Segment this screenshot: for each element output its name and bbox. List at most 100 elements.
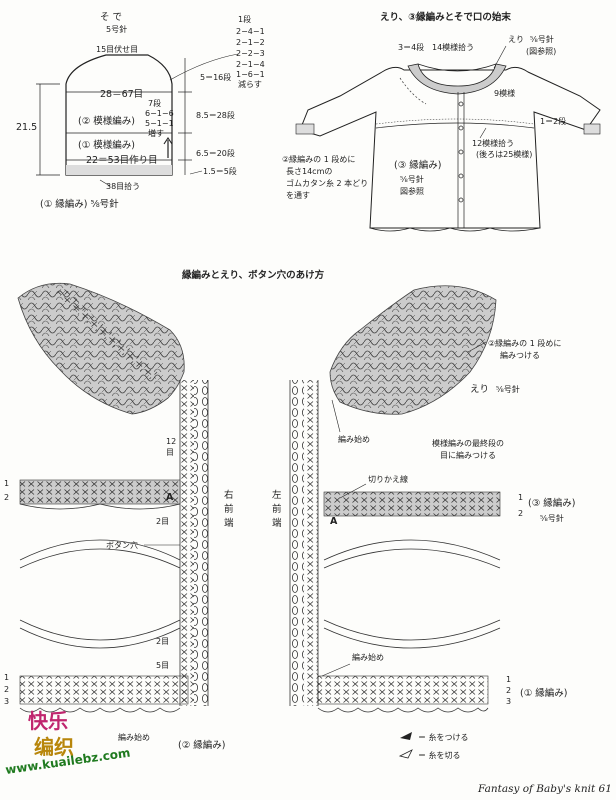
row-arrows-left: 1 2 1 2 3 <box>4 479 9 706</box>
svg-text:⅝号針: ⅝号針 <box>530 34 554 44</box>
svg-text:前: 前 <box>224 503 234 515</box>
svg-text:右: 右 <box>224 489 234 501</box>
point-a-right: A <box>330 516 338 527</box>
right-front-band-x <box>180 380 194 706</box>
sleeve-dim-67: 28＝67目 <box>100 89 143 100</box>
chart-edge3: (③ 縁編み) <box>528 497 575 509</box>
cardigan-buttons <box>458 101 464 203</box>
count-2: 2目 <box>156 517 169 526</box>
sleeve-diagram: そ で 5号針 15目伏せ目 1段 2−4−1 2−1−2 2−2−3 2−1−… <box>16 12 265 210</box>
sleeve-dim-53: 22＝53目作り目 <box>86 154 158 166</box>
collar-pickup-14: 14模様拾う <box>432 42 474 52</box>
svg-text:増す: 増す <box>148 128 164 138</box>
svg-text:(後ろは25模様): (後ろは25模様) <box>476 149 532 159</box>
svg-text:3: 3 <box>4 697 9 706</box>
chart-title: 縁編みとえり、ボタン穴のあけ方 <box>182 269 325 281</box>
svg-text:(図参照): (図参照) <box>526 46 556 56</box>
svg-text:目: 目 <box>166 448 174 457</box>
svg-text:5−1−1: 5−1−1 <box>145 119 174 128</box>
svg-text:7段: 7段 <box>148 98 161 108</box>
svg-text:2−4−1: 2−4−1 <box>236 27 265 36</box>
page-footer: Fantasy of Baby's knit 61 <box>477 783 612 795</box>
left-hem-band <box>19 675 189 705</box>
start-label-bottom: 編み始め <box>118 732 150 742</box>
svg-text:3: 3 <box>506 697 511 706</box>
sleeve-needle: 5号針 <box>106 24 127 34</box>
legend-cut: ＝ 糸を切る <box>418 750 461 760</box>
buttonhole-label: ボタン穴 <box>106 540 138 550</box>
sleeve-dim-28: 8.5＝28段 <box>196 110 235 120</box>
svg-text:1−6−1: 1−6−1 <box>236 70 265 79</box>
svg-text:1: 1 <box>518 493 523 502</box>
cardigan-diagram: えり、③縁編みとそで口の始末 3＝4段 14模様拾う えり ⅝号針 (図参照) … <box>282 11 601 232</box>
svg-text:2−1−2: 2−1−2 <box>236 38 265 47</box>
cut-yarn-icon <box>398 749 413 759</box>
attach-edge2-2: 編みつける <box>500 350 540 360</box>
attach-edge2-1: ②縁編みの 1 段めに <box>488 338 561 348</box>
svg-text:左: 左 <box>272 489 282 501</box>
collar-dim-1-2: 1＝2段 <box>540 116 566 126</box>
collar-eri: えり <box>508 35 524 44</box>
svg-text:端: 端 <box>272 517 282 529</box>
svg-text:長さ14cmの: 長さ14cmの <box>286 167 332 176</box>
start-label-lower: 編み始め <box>352 652 384 662</box>
sleeve-dim-5: 1.5＝5段 <box>203 166 237 176</box>
count-12: 12 <box>166 437 176 446</box>
count-2b: 2目 <box>156 637 169 646</box>
svg-text:1: 1 <box>506 675 511 684</box>
right-hem-band <box>317 675 489 705</box>
site-logo: 快乐 编织 www.kuailebz.com <box>4 709 131 777</box>
sleeve-dim-20: 6.5＝20段 <box>196 148 235 158</box>
svg-text:6−1−6: 6−1−6 <box>145 109 174 118</box>
logo-top: 快乐 <box>28 709 68 733</box>
legend: ＝ 糸をつける ＝ 糸を切る <box>398 732 469 760</box>
legend-attach: ＝ 糸をつける <box>418 732 469 742</box>
svg-text:2: 2 <box>4 493 9 502</box>
chart-eri: えり <box>470 384 489 395</box>
right-front-band-o <box>194 380 208 706</box>
pattern-final-2: 目に編みつける <box>440 450 496 460</box>
sleeve-cuff-left <box>295 123 315 135</box>
chart-edge1: (① 縁編み) <box>520 687 567 699</box>
cardigan-body <box>299 66 601 229</box>
svg-text:2−2−3: 2−2−3 <box>236 49 265 58</box>
svg-text:1: 1 <box>4 673 9 682</box>
crochet-chart: 縁編みとえり、ボタン穴のあけ方 <box>4 269 575 760</box>
sleeve-dim-16: 5＝16段 <box>200 72 231 82</box>
chart-edge2: (② 縁編み) <box>178 739 225 751</box>
collar-patterns-9: 9模様 <box>494 88 515 98</box>
collar-edge3: (③ 縁編み) <box>394 159 441 171</box>
right-front-label: 右 前 端 <box>224 489 234 529</box>
sleeve-pattern2: (② 模様編み) <box>78 115 135 127</box>
collar-dim-3-4: 3＝4段 <box>398 42 424 52</box>
svg-text:減らす: 減らす <box>238 79 262 89</box>
collar-title: えり、③縁編みとそで口の始末 <box>380 11 511 23</box>
left-front-label: 左 前 端 <box>272 489 282 529</box>
svg-text:図参照: 図参照 <box>400 186 424 196</box>
collar-note: ②縁編みの 1 段めに 長さ14cmの ゴムカタン糸 2 本どり を通す <box>282 154 368 200</box>
collar-pickup-12: 12模様拾う <box>472 138 514 148</box>
svg-text:ゴムカタン糸 2 本どり: ゴムカタン糸 2 本どり <box>286 178 368 188</box>
point-a-left: A <box>166 492 174 503</box>
cardigan-collar <box>407 63 507 95</box>
sleeve-dim-side: 21.5 <box>16 122 37 133</box>
svg-text:②縁編みの 1 段めに: ②縁編みの 1 段めに <box>282 154 355 164</box>
sleeve-pattern1: (① 模様編み) <box>78 139 135 151</box>
row-arrows-right: 1 2 1 2 3 <box>506 493 523 706</box>
sleeve-edge1: (① 縁編み) ⅝号針 <box>40 198 119 210</box>
svg-text:1段: 1段 <box>238 14 251 24</box>
svg-text:2: 2 <box>506 686 511 695</box>
sleeve-cuff-right <box>583 123 601 135</box>
count-5: 5目 <box>156 661 169 670</box>
svg-text:⅝号針: ⅝号針 <box>400 174 424 184</box>
sleeve-row-list: 1段 2−4−1 2−1−2 2−2−3 2−1−4 1−6−1 減らす <box>236 14 265 89</box>
sleeve-title: そ で <box>100 12 122 23</box>
sleeve-cuff-shade <box>66 165 172 175</box>
sleeve-pickup: 38目拾う <box>106 181 140 191</box>
break-line <box>19 539 181 561</box>
svg-text:2−1−4: 2−1−4 <box>236 60 265 69</box>
left-front-band-o <box>290 380 304 706</box>
svg-text:⅝号針: ⅝号針 <box>496 384 520 394</box>
svg-text:端: 端 <box>224 517 234 529</box>
